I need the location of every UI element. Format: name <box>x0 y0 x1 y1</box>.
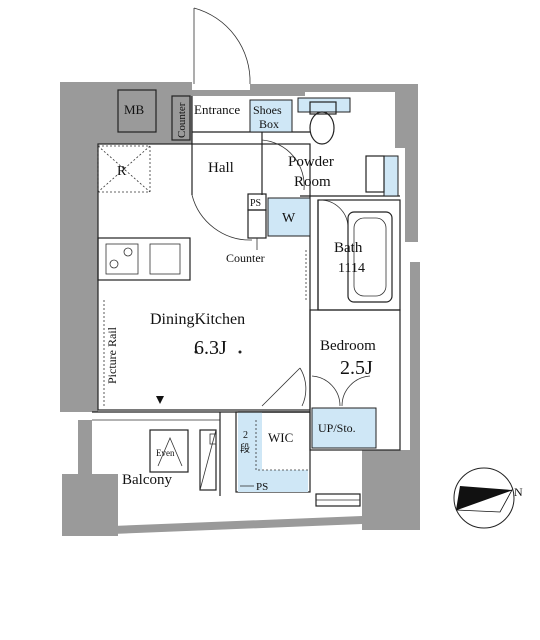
balcony-storage <box>199 429 217 491</box>
room-labels: MB Counter Entrance Shoes Box Hall Powde… <box>105 102 376 493</box>
counter-top-label: Counter <box>176 102 188 138</box>
powder-room-label-2: Room <box>294 174 331 190</box>
dining-kitchen-size: 6.3J <box>194 337 227 359</box>
picture-rail-label: Picture Rail <box>105 326 119 384</box>
ps-top-label: PS <box>250 198 261 209</box>
bedroom-outline <box>309 309 401 451</box>
wall-bottom <box>62 516 362 536</box>
wic-door-icon <box>261 367 307 407</box>
dining-kitchen-outline <box>97 143 311 411</box>
wall-corner-br <box>362 450 410 530</box>
wic-shelf <box>238 412 308 492</box>
ac-unit-icon <box>149 429 189 473</box>
bedroom-closet-door-icon <box>311 375 371 407</box>
window-marker-icon <box>156 396 164 404</box>
counter-top-box <box>171 95 191 141</box>
powder-shelf <box>297 97 351 113</box>
bathtub-icon <box>347 211 393 303</box>
wall-top <box>60 82 395 96</box>
counter-mid-label: Counter <box>226 251 265 265</box>
balcony-label: Balcony <box>122 472 172 488</box>
fixtures <box>97 101 393 507</box>
shoes-box-label-1: Shoes <box>253 103 282 117</box>
bath-size-label: 1114 <box>338 261 365 276</box>
refrigerator-icon <box>97 145 151 193</box>
bedroom-label: Bedroom <box>320 338 376 354</box>
compass-icon: N <box>453 467 523 529</box>
wall-right-lower <box>410 262 420 530</box>
wall-kitchen-upper <box>98 92 192 144</box>
powder-side-shelf <box>383 155 399 197</box>
washer-label: W <box>282 211 296 226</box>
wall-balcony-left <box>78 420 92 474</box>
bath-label: Bath <box>334 240 363 256</box>
storage-areas <box>238 97 399 492</box>
hall-label: Hall <box>208 160 234 176</box>
powder-door-icon <box>261 139 305 191</box>
exterior-walls <box>60 82 420 536</box>
wic-dashed-shelf <box>255 420 308 471</box>
powder-room-label-1: Powder <box>288 154 334 170</box>
hall-door-icon <box>191 194 253 241</box>
wic-label: WIC <box>268 430 293 445</box>
kitchen-sink-icon <box>149 243 181 275</box>
dining-kitchen-label: DiningKitchen <box>150 311 245 328</box>
shoes-box-label-2: Box <box>259 117 279 131</box>
shelf-dan-label: 段 <box>240 442 250 455</box>
wall-right-top <box>395 84 418 242</box>
wall-left <box>60 82 98 412</box>
toilet-icon <box>309 111 335 145</box>
refrigerator-label: R <box>117 164 127 179</box>
entrance-label: Entrance <box>194 102 240 117</box>
washer-space <box>267 197 311 237</box>
shoes-box <box>249 99 293 133</box>
stove-icon <box>105 243 139 275</box>
kitchen-counter <box>97 237 191 281</box>
bath-door-icon <box>319 199 349 227</box>
up-storage <box>311 407 377 449</box>
up-storage-label: UP/Sto. <box>318 421 356 435</box>
entrance-door-icon <box>193 7 251 85</box>
mb-box <box>117 89 157 133</box>
doors <box>191 7 371 407</box>
mb-label: MB <box>124 102 145 117</box>
counter-mid-box <box>247 209 267 239</box>
even-label: Even <box>156 448 175 458</box>
bedroom-size-label: 2.5J <box>340 357 373 379</box>
compass-north-label: N <box>514 485 523 499</box>
wall-bottom-left-block <box>62 474 118 536</box>
shelf-2-label: 2 <box>243 430 248 441</box>
ps-bottom-label: PS <box>256 481 268 493</box>
sink-icon <box>365 155 385 193</box>
